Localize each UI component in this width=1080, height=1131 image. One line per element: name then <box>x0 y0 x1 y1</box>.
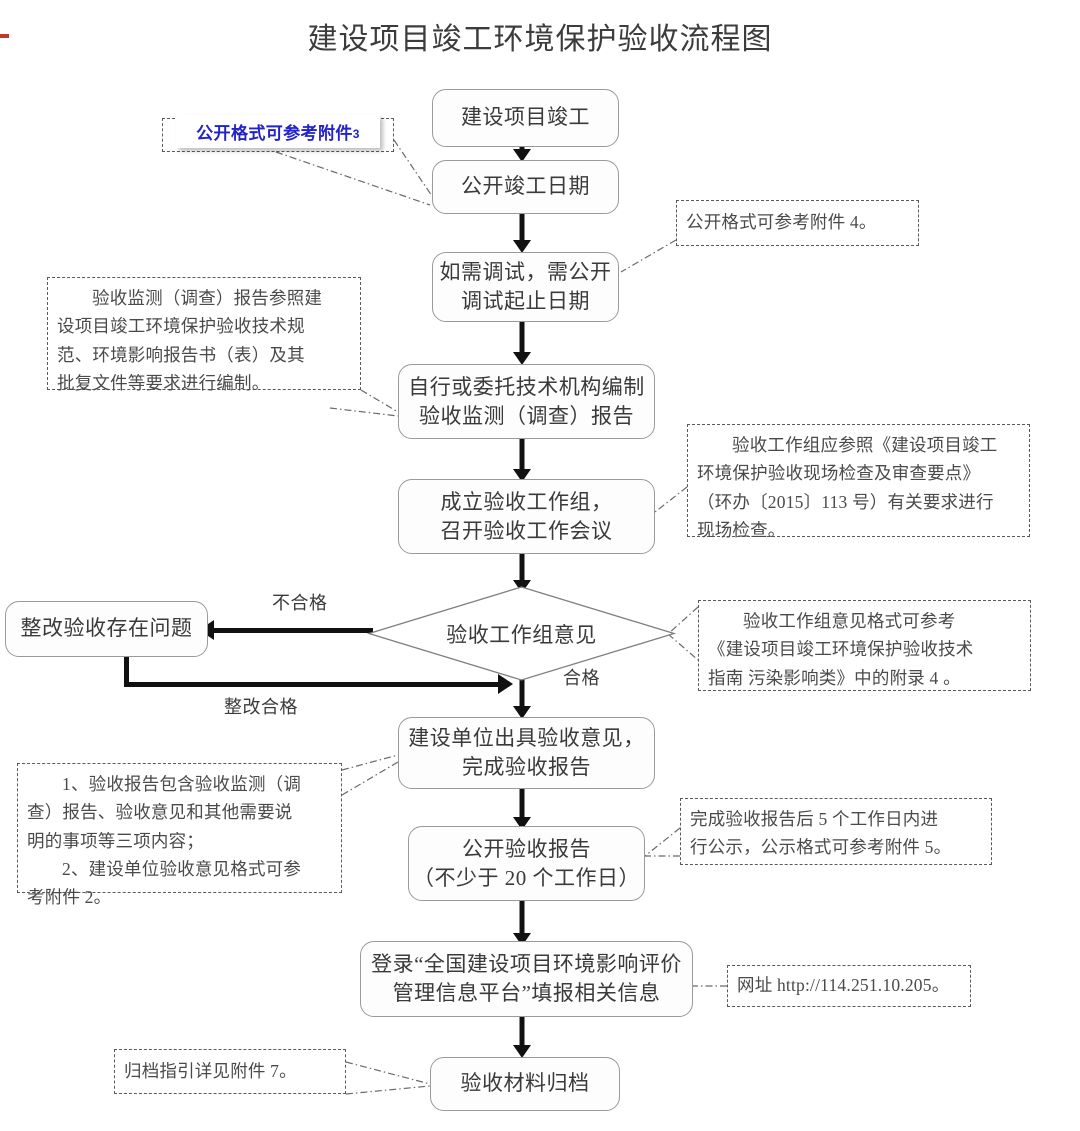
note-opinion-format-line2: 《建设项目竣工环境保护验收技术 <box>708 639 974 660</box>
node-opinion-line2: 完成验收报告 <box>462 755 591 779</box>
node-report[interactable]: 自行或委托技术机构编制 验收监测（调查）报告 <box>398 364 655 439</box>
arrow-publish-date-to-commissioning <box>510 214 534 254</box>
node-publish-report[interactable]: 公开验收报告 （不少于 20 个工作日） <box>408 826 645 901</box>
node-decision[interactable]: 验收工作组意见 <box>366 586 677 681</box>
note-site-check-line2: 环境保护验收现场检查及审查要点》 <box>697 463 981 484</box>
node-completion[interactable]: 建设项目竣工 <box>432 89 619 147</box>
node-archive[interactable]: 验收材料归档 <box>430 1057 620 1111</box>
note-report-basis-line3: 范、环境影响报告书（表）及其 <box>57 344 305 365</box>
node-publish-report-label: 公开验收报告 （不少于 20 个工作日） <box>413 835 640 893</box>
node-publish-date[interactable]: 公开竣工日期 <box>432 160 619 214</box>
node-opinion-line1: 建设单位出具验收意见， <box>408 726 645 751</box>
node-rectify-label: 整改验收存在问题 <box>20 616 193 641</box>
note-archive-guide-text: 归档指引详见附件 7。 <box>124 1060 297 1081</box>
note-publicity: 完成验收报告后 5 个工作日内进 行公示，公示格式可参考附件 5。 <box>680 798 992 865</box>
note-attachment3-superscript: 3 <box>352 126 360 141</box>
arrow-report-to-workgroup <box>510 439 534 483</box>
node-workgroup-line2: 召开验收工作会议 <box>440 518 613 543</box>
note-opinion-format: 验收工作组意见格式可参考 《建设项目竣工环境保护验收技术 指南 污染影响类》中的… <box>698 600 1031 691</box>
node-workgroup-label: 成立验收工作组， 召开验收工作会议 <box>441 488 613 546</box>
note-website: 网址 http://114.251.10.205。 <box>727 965 971 1007</box>
node-commissioning-label: 如需调试，需公开 调试起止日期 <box>440 258 612 316</box>
note-attachment3-text: 公开格式可参考附件 <box>196 124 353 143</box>
note-report-contents-line2: 查）报告、验收意见和其他需要说 <box>27 802 293 823</box>
node-workgroup-line1: 成立验收工作组， <box>440 489 613 514</box>
edge-label-fail: 不合格 <box>272 593 328 613</box>
node-commissioning[interactable]: 如需调试，需公开 调试起止日期 <box>432 252 619 322</box>
note-publicity-line1: 完成验收报告后 5 个工作日内进 <box>690 809 939 829</box>
node-platform-line1: 登录“全国建设项目环境影响评价 <box>371 952 682 977</box>
node-publish-report-line1: 公开验收报告 <box>462 836 591 861</box>
node-platform[interactable]: 登录“全国建设项目环境影响评价 管理信息平台”填报相关信息 <box>360 941 693 1017</box>
note-report-contents-line4: 2、建设单位验收意见格式可参 <box>62 859 302 880</box>
node-report-label: 自行或委托技术机构编制 验收监测（调查）报告 <box>408 373 645 431</box>
note-opinion-format-line3: 指南 污染影响类》中的附录 4 。 <box>708 667 961 688</box>
note-publicity-line2: 行公示，公示格式可参考附件 5。 <box>690 837 952 858</box>
note-report-basis-line2: 设项目竣工环境保护验收技术规 <box>57 316 305 337</box>
note-attachment4-text: 公开格式可参考附件 4。 <box>686 212 877 233</box>
scan-edge-mark <box>0 34 9 38</box>
edge-rectify-ok-vertical <box>124 657 129 687</box>
node-opinion[interactable]: 建设单位出具验收意见， 完成验收报告 <box>398 717 655 789</box>
note-site-check-line3: （环办〔2015〕113 号）有关要求进行 <box>697 491 994 512</box>
edge-rectify-ok-horizontal <box>124 682 501 687</box>
node-report-line2: 验收监测（调查）报告 <box>419 403 634 428</box>
arrow-decision-to-opinion <box>510 676 534 720</box>
node-platform-label: 登录“全国建设项目环境影响评价 管理信息平台”填报相关信息 <box>371 950 682 1008</box>
node-report-line1: 自行或委托技术机构编制 <box>408 374 645 399</box>
arrow-commissioning-to-report <box>510 322 534 366</box>
edge-label-rectify-ok: 整改合格 <box>224 697 298 717</box>
edge-fail-line <box>213 628 373 633</box>
node-rectify[interactable]: 整改验收存在问题 <box>5 601 208 657</box>
node-publish-report-line2: （不少于 20 个工作日） <box>413 865 640 890</box>
note-site-check: 验收工作组应参照《建设项目竣工 环境保护验收现场检查及审查要点》 （环办〔201… <box>687 424 1030 540</box>
node-commissioning-line1: 如需调试，需公开 <box>439 260 612 285</box>
node-archive-label: 验收材料归档 <box>460 1071 590 1096</box>
note-archive-guide: 归档指引详见附件 7。 <box>114 1049 346 1094</box>
note-report-basis-line4: 批复文件等要求进行编制。 <box>57 373 270 394</box>
page-title: 建设项目竣工环境保护验收流程图 <box>307 23 773 56</box>
note-opinion-format-line1: 验收工作组意见格式可参考 <box>743 611 956 631</box>
note-attachment4: 公开格式可参考附件 4。 <box>676 200 919 246</box>
note-website-text: 网址 http://114.251.10.205。 <box>737 975 950 996</box>
note-report-contents-line1: 1、验收报告包含验收监测（调 <box>62 774 302 794</box>
node-commissioning-line2: 调试起止日期 <box>461 289 590 313</box>
note-report-contents: 1、验收报告包含验收监测（调 查）报告、验收意见和其他需要说 明的事项等三项内容… <box>17 763 342 907</box>
edge-rectify-ok-arrowhead <box>498 674 513 694</box>
node-completion-label: 建设项目竣工 <box>461 105 590 130</box>
note-report-basis: 验收监测（调查）报告参照建 设项目竣工环境保护验收技术规 范、环境影响报告书（表… <box>47 277 361 393</box>
note-report-contents-line3: 明的事项等三项内容； <box>27 830 204 851</box>
arrow-platform-to-archive <box>510 1017 534 1059</box>
node-opinion-label: 建设单位出具验收意见， 完成验收报告 <box>408 724 645 782</box>
note-report-contents-line5: 考附件 2。 <box>27 887 112 908</box>
node-platform-line2: 管理信息平台”填报相关信息 <box>392 981 661 1005</box>
node-publish-date-label: 公开竣工日期 <box>461 174 590 199</box>
edge-label-pass: 合格 <box>563 668 600 688</box>
note-site-check-line1: 验收工作组应参照《建设项目竣工 <box>732 435 998 455</box>
node-workgroup[interactable]: 成立验收工作组， 召开验收工作会议 <box>398 479 655 554</box>
note-site-check-line4: 现场检查。 <box>697 520 786 541</box>
note-report-basis-line1: 验收监测（调查）报告参照建 <box>92 288 323 308</box>
